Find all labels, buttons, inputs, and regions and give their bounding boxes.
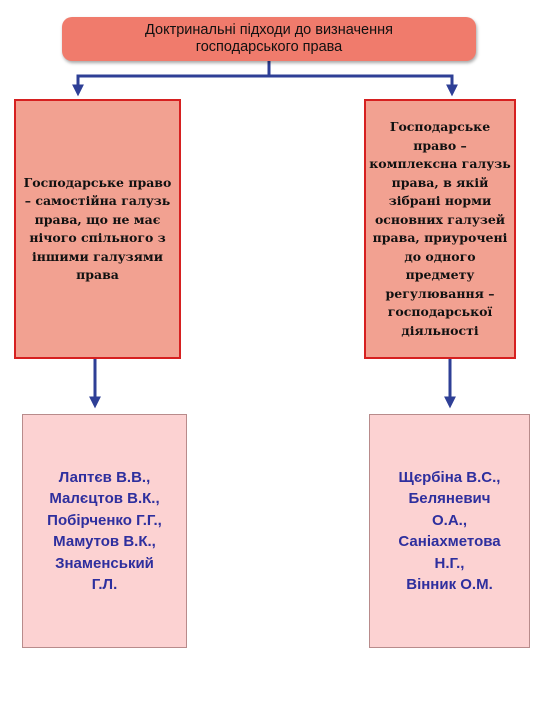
diagram-title: Доктринальні підходи до визначення госпо… (145, 22, 393, 55)
right-authors-text: Щєрбіна В.С., Беляневич О.А., Саніахмето… (398, 468, 501, 594)
left-concept-box: Господарське право – самостійна галузь п… (14, 99, 181, 359)
left-concept-text: Господарське право – самостійна галузь п… (23, 174, 172, 283)
right-concept-box: Господарське право – комплексна галузь п… (364, 99, 516, 359)
left-authors-box: Лаптєв В.В., Малєцтов В.К., Побірченко Г… (22, 414, 187, 648)
left-authors-text: Лаптєв В.В., Малєцтов В.К., Побірченко Г… (47, 468, 162, 594)
right-authors-box: Щєрбіна В.С., Беляневич О.А., Саніахмето… (369, 414, 530, 648)
right-concept-text: Господарське право – комплексна галузь п… (369, 119, 511, 338)
diagram-title-box: Доктринальні підходи до визначення госпо… (62, 17, 476, 61)
